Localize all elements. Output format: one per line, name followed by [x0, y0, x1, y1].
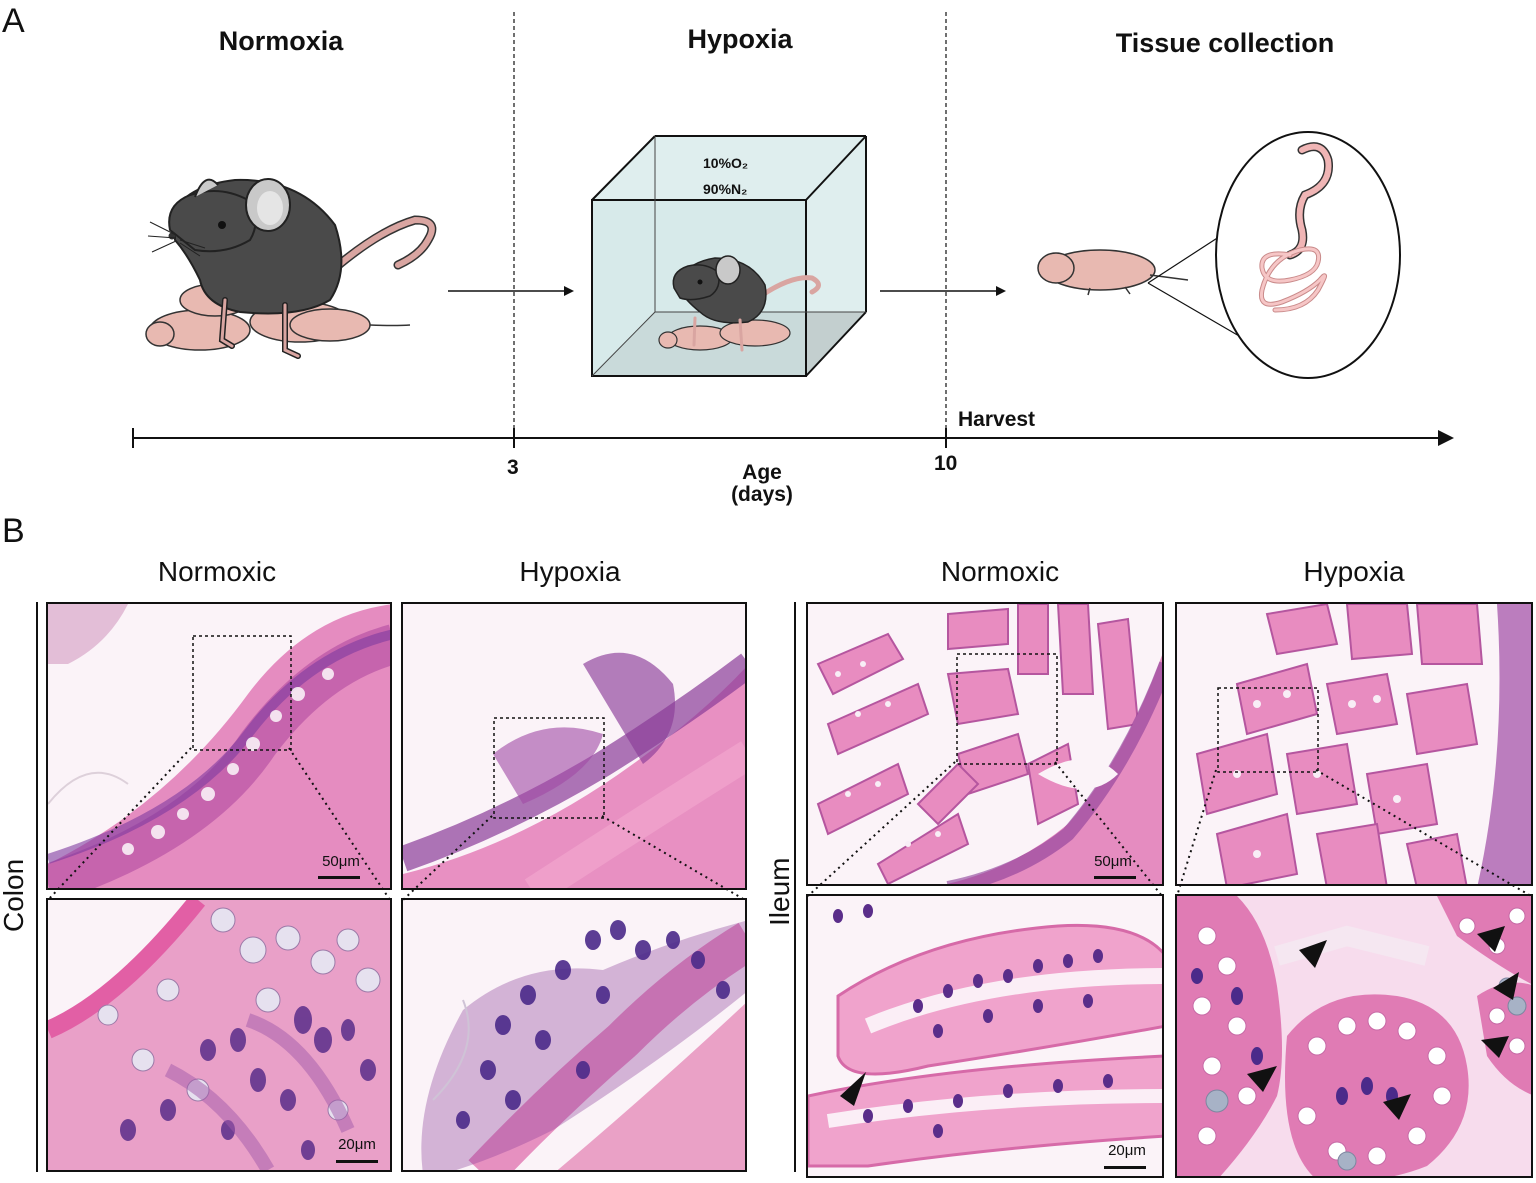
zoom-line-1 [1147, 282, 1247, 341]
scale-label-ileum-normoxic: 50μm [1094, 853, 1132, 870]
arrowhead-ileum-hypoxia-6-icon [1383, 1094, 1411, 1120]
arrowhead-ileum-hypoxia-1-icon [1299, 940, 1327, 968]
colon-bracket-line [36, 602, 38, 1172]
timeline-arrowhead-icon [1438, 430, 1454, 446]
age-axis-label-line2: (days) [731, 483, 793, 506]
age-axis-label: Age (days) [712, 462, 812, 506]
intestine-inset-oval [1215, 131, 1401, 379]
row-title-ileum: Ileum [764, 857, 795, 926]
scale-label-colon-normoxic: 50μm [322, 853, 360, 870]
scale-bar-ileum-zoom [1104, 1166, 1146, 1169]
row-title-colon: Colon [0, 858, 29, 932]
histology-colon-hypoxia-zoom [401, 898, 747, 1172]
arrowhead-ileum-normoxic-icon [840, 1072, 866, 1106]
tick-label-10: 10 [934, 452, 958, 475]
arrow-head-2-icon [996, 286, 1006, 296]
column-title-ileum-hypoxia: Hypoxia [1303, 556, 1405, 587]
mouse-with-pups-icon [145, 178, 437, 359]
tick-label-3: 3 [507, 456, 519, 479]
arrowhead-ileum-hypoxia-5-icon [1247, 1066, 1277, 1092]
panel-b-letter: B [2, 512, 25, 550]
arrowhead-ileum-hypoxia-2-icon [1477, 926, 1505, 952]
phase-title-normoxia: Normoxia [218, 26, 344, 56]
arrowhead-ileum-hypoxia-4-icon [1481, 1036, 1509, 1058]
ileum-bracket-line [794, 602, 796, 1172]
scale-label-ileum-zoom: 20μm [1108, 1142, 1146, 1159]
panel-a-letter: A [2, 2, 25, 40]
small-mouse-with-pups-icon [658, 255, 821, 352]
arrowhead-ileum-hypoxia-3-icon [1493, 972, 1519, 1000]
scale-bar-ileum-normoxic [1094, 876, 1136, 879]
phase-title-hypoxia: Hypoxia [687, 24, 793, 54]
histology-ileum-normoxic-zoom: 20μm [806, 894, 1164, 1178]
scale-label-colon-zoom: 20μm [338, 1136, 376, 1153]
scale-bar-colon-normoxic [318, 876, 360, 879]
age-axis-label-line1: Age [742, 461, 782, 484]
zoom-line-2 [1147, 232, 1226, 284]
scale-bar-colon-zoom [336, 1160, 378, 1163]
timeline-schematic [132, 12, 1454, 448]
column-title-ileum-normoxic: Normoxic [940, 556, 1060, 587]
histology-colon-normoxic-overview: 50μm [46, 602, 392, 890]
histology-ileum-hypoxia-zoom [1175, 894, 1533, 1178]
column-title-colon-normoxic: Normoxic [157, 556, 277, 587]
histology-colon-normoxic-zoom: 20μm [46, 898, 392, 1172]
chamber-gas-composition: 10%O₂ 90%N₂ [703, 150, 748, 202]
harvest-label: Harvest [958, 408, 1036, 431]
phase-title-tissue-collection: Tissue collection [1115, 28, 1335, 58]
gas-o2: 10%O₂ [703, 155, 749, 171]
arrow-head-1-icon [564, 286, 574, 296]
pup-icon [1037, 249, 1189, 296]
intestine-icon [1258, 142, 1334, 313]
histology-ileum-hypoxia-overview [1175, 602, 1533, 886]
column-title-colon-hypoxia: Hypoxia [519, 556, 621, 587]
gas-n2: 90%N₂ [703, 181, 748, 197]
histology-colon-hypoxia-overview [401, 602, 747, 890]
histology-ileum-normoxic-overview: 50μm [806, 602, 1164, 886]
